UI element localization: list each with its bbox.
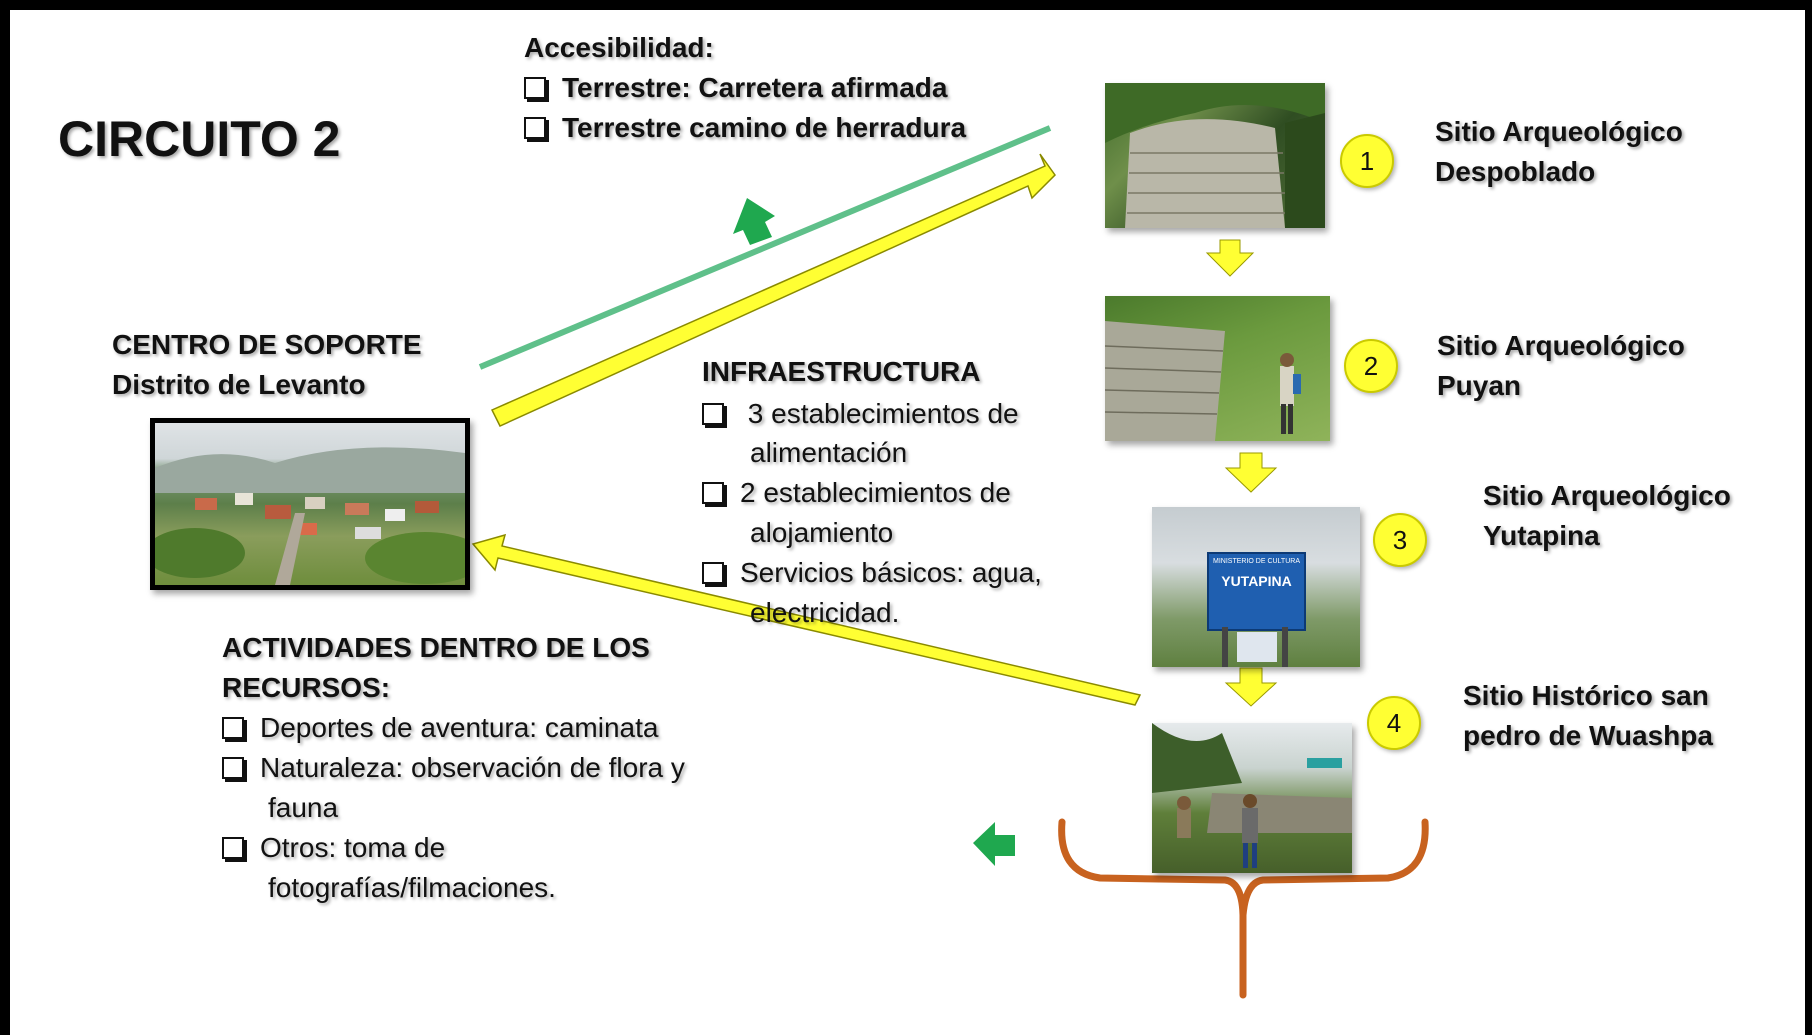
- down-arrow-1: [1205, 239, 1255, 277]
- checkbox-icon: [524, 77, 546, 99]
- page-title: CIRCUITO 2: [58, 111, 341, 167]
- site-number-badge: 3: [1373, 513, 1427, 567]
- infra-item: 3 establecimientos de: [702, 394, 1019, 434]
- site-number-badge: 2: [1344, 339, 1398, 393]
- site-4-photo: [1152, 723, 1352, 873]
- arrow-return-to-centro: [471, 533, 1142, 706]
- infra-item-line1: Servicios básicos: agua,: [740, 557, 1042, 588]
- actividades-item-line1: Naturaleza: observación de flora y: [260, 752, 685, 783]
- site-label-line1: Sitio Arqueológico: [1435, 116, 1683, 147]
- green-up-arrow: [733, 198, 775, 245]
- infra-item: 2 establecimientos de: [702, 473, 1011, 513]
- site-1-photo: [1105, 83, 1325, 228]
- access-line: [478, 125, 1052, 370]
- checkbox-icon: [702, 562, 724, 584]
- accesibilidad-heading: Accesibilidad:: [524, 32, 714, 63]
- yutapina-sign: MINISTERIO DE CULTURA YUTAPINA: [1207, 552, 1306, 631]
- infra-heading: INFRAESTRUCTURA: [702, 356, 981, 387]
- actividades-heading-1: ACTIVIDADES DENTRO DE LOS: [222, 632, 650, 663]
- accesibilidad-item-label: Terrestre camino de herradura: [562, 112, 967, 143]
- checkbox-icon: [222, 837, 244, 859]
- checkbox-icon: [702, 482, 724, 504]
- site-label-line1: Sitio Arqueológico: [1483, 480, 1731, 511]
- stone-wall-illustration: [1105, 321, 1301, 441]
- actividades-item: Otros: toma de: [222, 828, 445, 868]
- actividades-item: Naturaleza: observación de flora y: [222, 748, 685, 788]
- site-number-badge: 4: [1367, 696, 1421, 750]
- actividades-item-line1: Otros: toma de: [260, 832, 446, 863]
- actividades-item-line2: fauna: [268, 792, 339, 823]
- actividades-item: Deportes de aventura: caminata: [222, 708, 658, 748]
- site-2-photo: [1105, 296, 1330, 441]
- slide: CIRCUITO 2 Accesibilidad: Terrestre: Car…: [10, 10, 1805, 1035]
- checkbox-icon: [222, 717, 244, 739]
- infra-item-line1: 2 establecimientos de: [740, 477, 1011, 508]
- accesibilidad-item: Terrestre camino de herradura: [524, 108, 966, 148]
- orange-brace: [1058, 818, 1429, 999]
- centro-line1: CENTRO DE SOPORTE: [112, 329, 422, 360]
- checkbox-icon: [222, 757, 244, 779]
- site-3-photo: MINISTERIO DE CULTURA YUTAPINA: [1152, 507, 1360, 667]
- arrow-to-site-1: [490, 153, 1056, 427]
- actividades-item-line2: fotografías/filmaciones.: [268, 872, 556, 903]
- site-label-line2: pedro de Wuashpa: [1463, 720, 1713, 751]
- sign-name: YUTAPINA: [1221, 573, 1292, 589]
- site-label-line2: Puyan: [1437, 370, 1522, 401]
- diagram-overlay: [471, 125, 1429, 999]
- site-label-line1: Sitio Histórico san: [1463, 680, 1709, 711]
- site-label-line2: Despoblado: [1435, 156, 1596, 187]
- infra-item-line2: alimentación: [750, 437, 908, 468]
- down-arrow-3: [1224, 667, 1278, 707]
- green-left-arrow: [973, 822, 1015, 866]
- village-illustration: [155, 447, 465, 585]
- centro-line2: Distrito de Levanto: [112, 369, 366, 400]
- accesibilidad-item: Terrestre: Carretera afirmada: [524, 68, 947, 108]
- checkbox-icon: [524, 117, 546, 139]
- accesibilidad-item-label: Terrestre: Carretera afirmada: [562, 72, 948, 103]
- sign-ministry: MINISTERIO DE CULTURA: [1213, 558, 1300, 565]
- checkbox-icon: [702, 403, 724, 425]
- stone-wall-illustration: [1105, 83, 1325, 228]
- ruins-illustration: [1152, 723, 1352, 868]
- levanto-photo: [150, 418, 470, 590]
- infra-item: Servicios básicos: agua,: [702, 553, 1042, 593]
- infra-item-line2: electricidad.: [750, 597, 900, 628]
- infra-item-line1: 3 establecimientos de: [740, 398, 1019, 429]
- site-label-line2: Yutapina: [1483, 520, 1600, 551]
- actividades-heading-2: RECURSOS:: [222, 672, 391, 703]
- site-label-line1: Sitio Arqueológico: [1437, 330, 1685, 361]
- actividades-item-line1: Deportes de aventura: caminata: [260, 712, 659, 743]
- down-arrow-2: [1224, 452, 1278, 493]
- site-number-badge: 1: [1340, 134, 1394, 188]
- infra-item-line2: alojamiento: [750, 517, 894, 548]
